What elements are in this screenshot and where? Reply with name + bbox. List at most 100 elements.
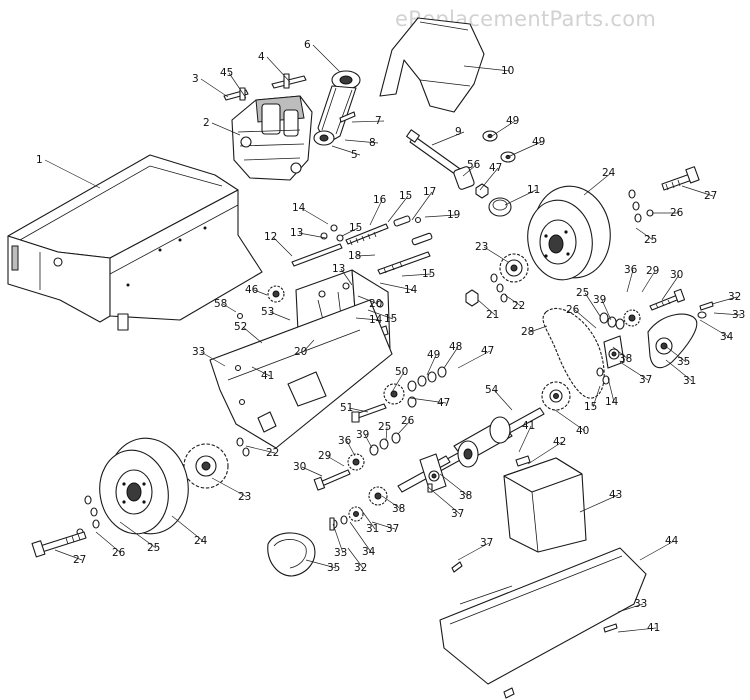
leader-line — [504, 294, 522, 307]
leader-line — [54, 549, 83, 561]
part-callout-13: 13 — [290, 227, 303, 239]
leader-line — [639, 540, 675, 561]
part-callout-14: 14 — [292, 202, 306, 214]
part-callout-2: 2 — [203, 117, 210, 129]
part-callout-32: 32 — [728, 291, 741, 303]
leader-line — [529, 325, 548, 333]
sprocket-50-stack — [383, 366, 447, 408]
leader-line — [661, 274, 680, 301]
part-callout-41: 41 — [647, 622, 660, 634]
part-callout-50: 50 — [395, 366, 408, 378]
part-callout-22: 22 — [266, 447, 279, 459]
leader-line — [302, 339, 315, 353]
part-callout-3: 3 — [192, 73, 199, 85]
leader-line — [347, 547, 364, 569]
part-callout-26: 26 — [566, 304, 580, 316]
leader-line — [411, 191, 433, 221]
part-callout-10: 10 — [501, 65, 514, 77]
leader-line — [401, 273, 432, 277]
pulley-belt-assembly — [313, 70, 361, 146]
leader-line — [200, 78, 229, 98]
idler-bracket-right — [596, 335, 625, 385]
part-callout-19: 19 — [447, 209, 460, 221]
frame-plate — [209, 299, 393, 449]
hood-housing — [7, 154, 263, 331]
leader-line — [391, 371, 405, 393]
leader-line — [619, 361, 649, 381]
bolt-51 — [351, 403, 387, 423]
leader-line — [171, 515, 204, 542]
right-wheel — [527, 185, 611, 281]
leader-line — [312, 44, 341, 73]
leader-line — [242, 326, 263, 344]
leader-line — [635, 227, 654, 241]
part-callout-35: 35 — [327, 562, 340, 574]
part-callout-49: 49 — [532, 136, 545, 148]
engine — [231, 95, 313, 181]
part-callout-49: 49 — [427, 349, 440, 361]
leader-line — [607, 377, 615, 403]
part-callout-29: 29 — [318, 450, 331, 462]
part-callout-26: 26 — [670, 207, 684, 219]
part-callout-18: 18 — [348, 250, 361, 262]
part-callout-54: 54 — [485, 384, 499, 396]
part-callout-23: 23 — [475, 241, 488, 253]
part-callout-34: 34 — [362, 546, 376, 558]
leader-line — [340, 268, 353, 286]
part-callout-38: 38 — [619, 353, 632, 365]
part-callout-31: 31 — [683, 375, 696, 387]
part-callout-37: 37 — [386, 523, 399, 535]
part-callout-47: 47 — [489, 162, 502, 174]
leader-line — [462, 164, 477, 177]
leader-line — [266, 56, 291, 83]
leader-line — [699, 319, 730, 338]
sprocket-lower — [183, 437, 250, 489]
leader-line — [341, 227, 359, 237]
part-callout-6: 6 — [304, 39, 311, 51]
leader-line — [301, 466, 323, 477]
part-callout-23: 23 — [238, 491, 251, 503]
leader-line — [269, 311, 291, 321]
part-callout-45: 45 — [220, 67, 233, 79]
leader-line — [409, 397, 447, 404]
part-callout-32: 32 — [354, 562, 367, 574]
part-callout-13: 13 — [332, 263, 345, 275]
drive-chain — [542, 307, 605, 399]
part-callout-22: 22 — [512, 300, 525, 312]
part-callout-39: 39 — [356, 429, 369, 441]
part-callout-51: 51 — [340, 402, 353, 414]
leader-line — [592, 385, 601, 408]
washers-left-lower — [76, 495, 100, 536]
leader-line — [44, 159, 101, 189]
part-callout-58: 58 — [214, 298, 227, 310]
left-shaft-stack — [313, 432, 401, 491]
part-callout-8: 8 — [369, 137, 376, 149]
part-callout-5: 5 — [351, 149, 358, 161]
leader-line — [491, 120, 516, 137]
part-callout-14: 14 — [369, 314, 383, 326]
part-callout-30: 30 — [293, 461, 306, 473]
leader-line — [332, 523, 344, 554]
part-callout-33: 33 — [732, 309, 745, 321]
leader-line — [427, 486, 461, 515]
leader-line — [357, 295, 379, 305]
leader-line — [253, 289, 268, 296]
discharge-chute — [503, 455, 587, 553]
leader-line — [331, 145, 361, 156]
part-callout-15: 15 — [349, 222, 362, 234]
leader-line — [371, 521, 396, 530]
part-callout-52: 52 — [234, 321, 247, 333]
part-callout-15: 15 — [422, 268, 435, 280]
right-shaft-stack — [599, 288, 686, 330]
leader-line — [457, 350, 491, 369]
leader-line — [527, 441, 563, 465]
part-callout-29: 29 — [646, 265, 659, 277]
part-callout-4: 4 — [258, 51, 265, 63]
part-callout-33: 33 — [634, 598, 647, 610]
part-callout-25: 25 — [644, 234, 657, 246]
leader-line — [583, 172, 612, 196]
leader-line — [713, 312, 742, 316]
part-callout-21: 21 — [486, 309, 499, 321]
leader-line — [119, 521, 157, 549]
leader-line — [601, 299, 612, 321]
